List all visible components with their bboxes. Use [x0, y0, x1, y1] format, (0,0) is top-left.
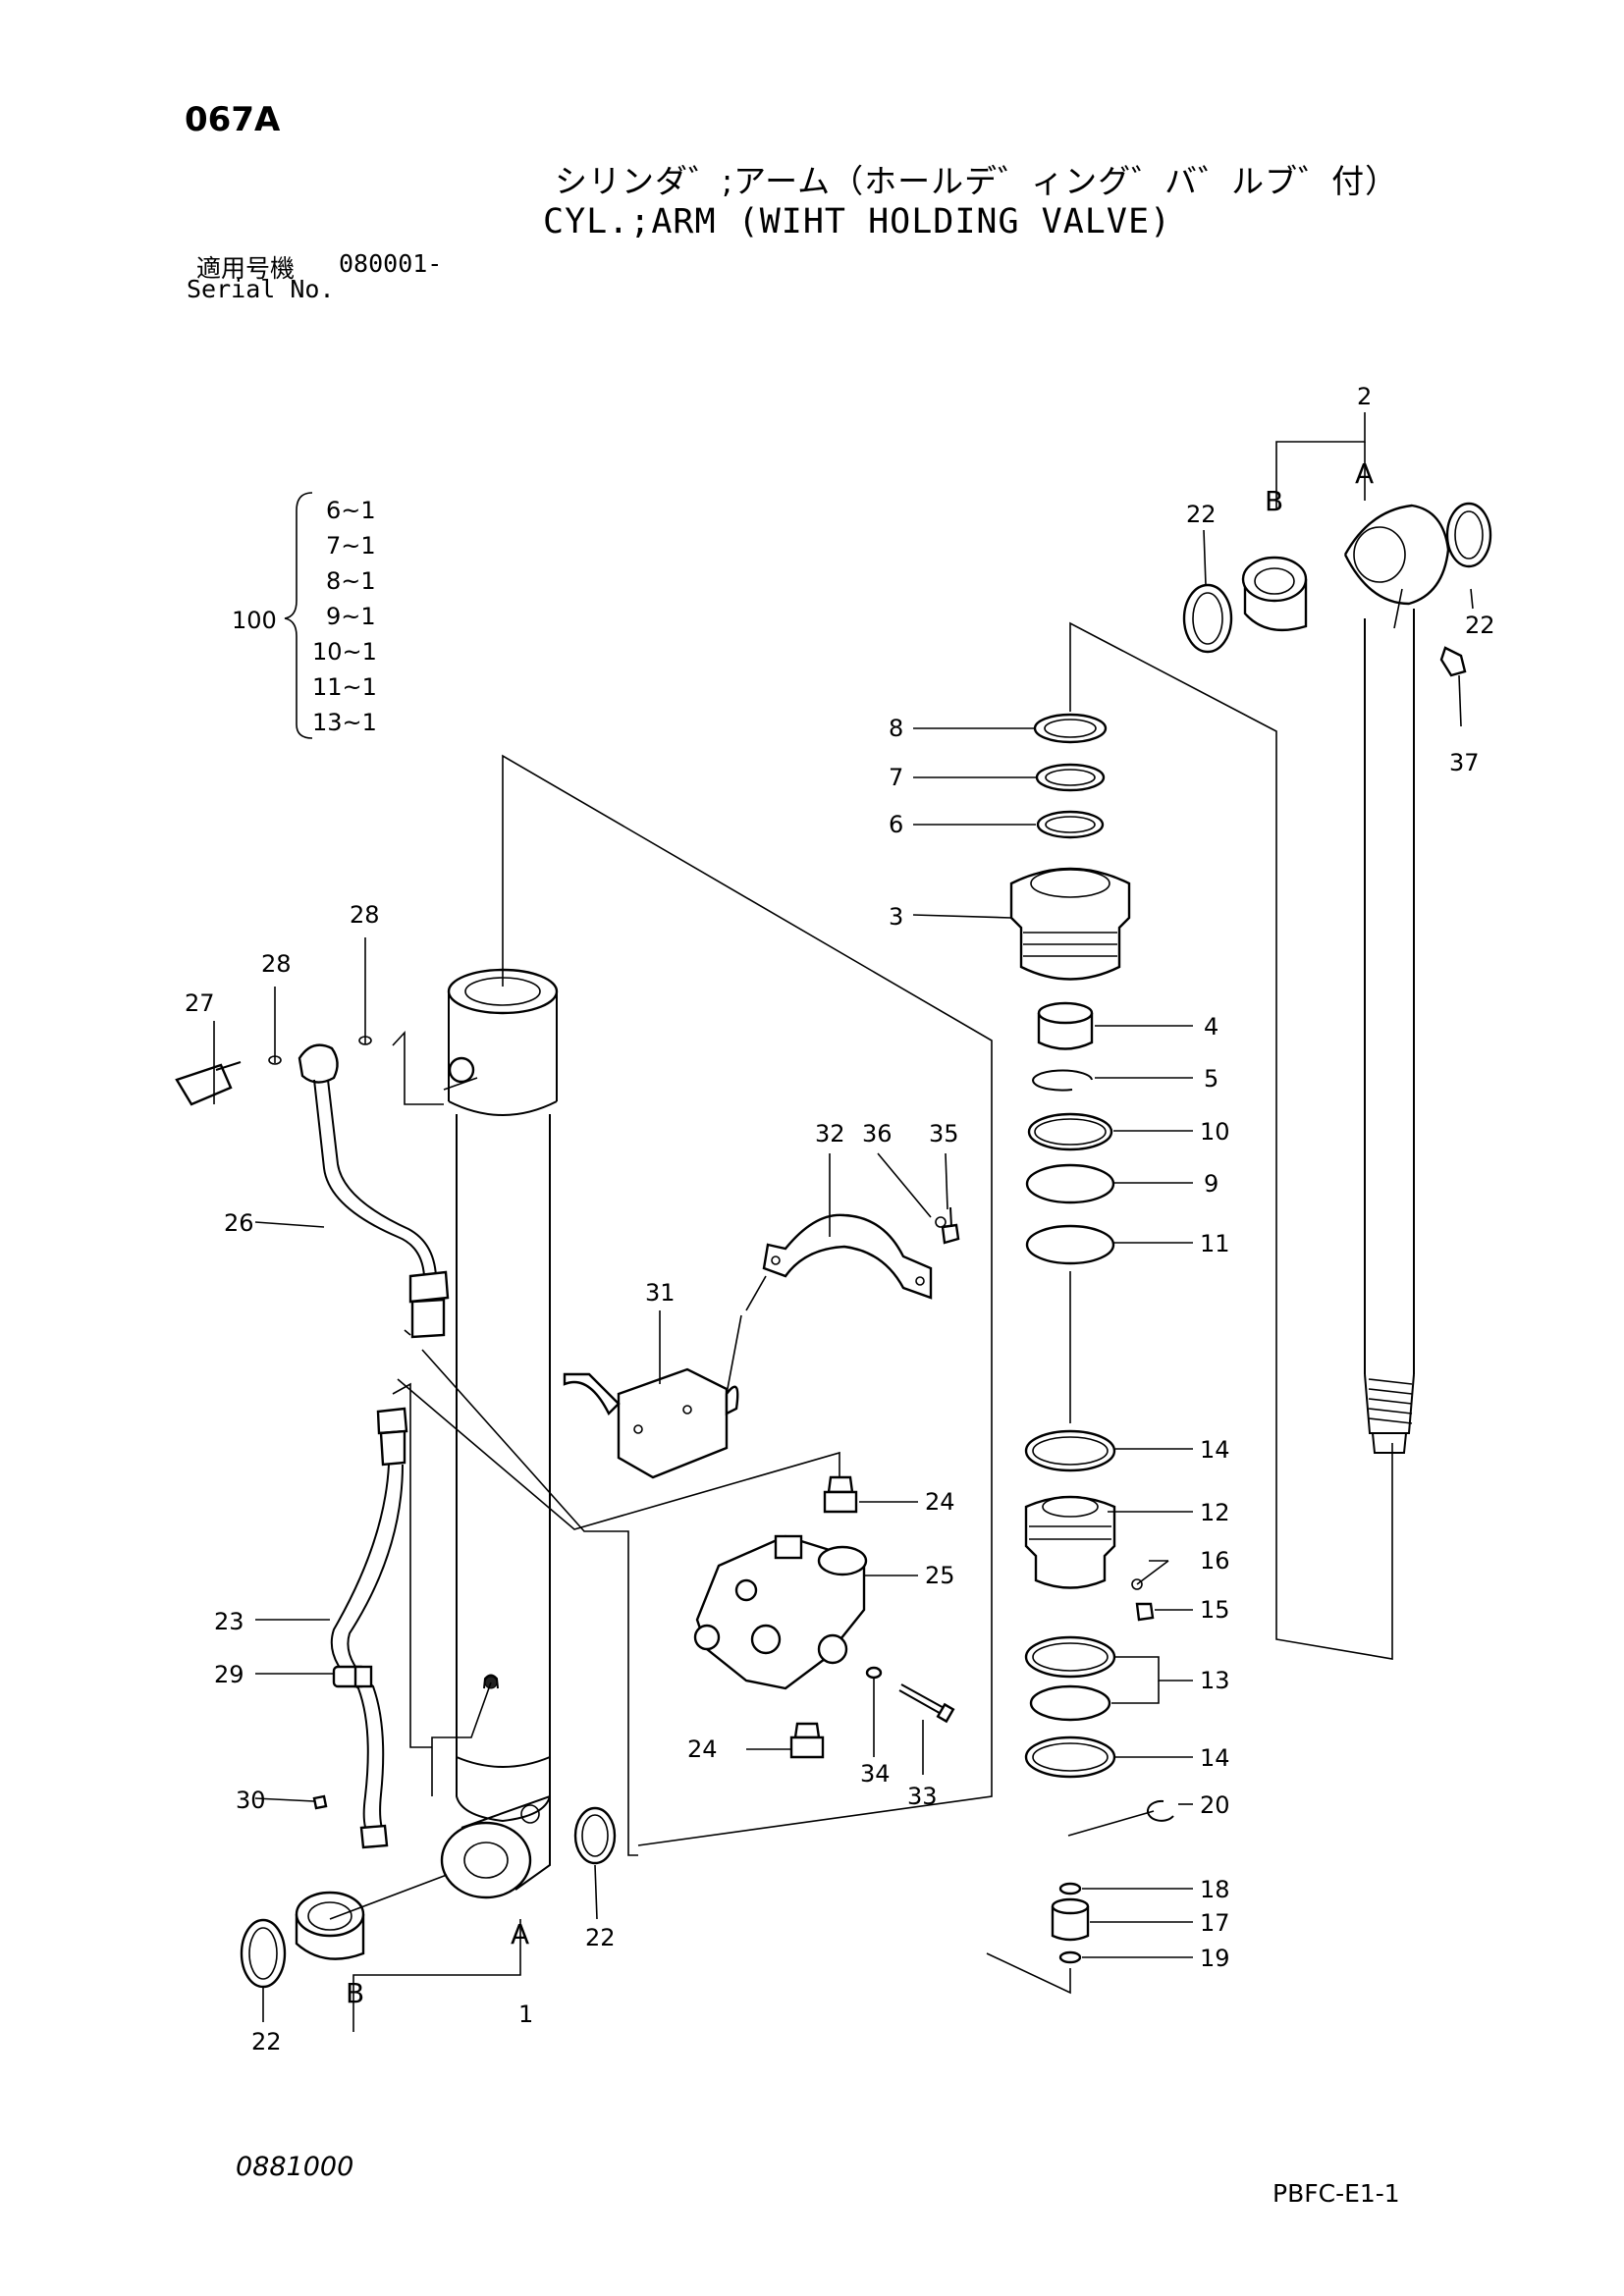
callout-part-22: 22 — [1186, 501, 1217, 528]
bushing-lower — [240, 1806, 617, 1989]
title-japanese: シリンダ゛;アーム（ホールデ゛ィング゛バ゛ルブ゛付） — [555, 162, 1399, 200]
piston-rod — [1182, 502, 1492, 1454]
callout-part-34: 34 — [860, 1760, 891, 1788]
callout-part-30: 30 — [236, 1787, 266, 1814]
title-english: CYL.;ARM (WIHT HOLDING VALVE) — [543, 202, 1172, 241]
callout-part-23: 23 — [214, 1608, 244, 1635]
kit-item: 6~1 — [326, 497, 376, 524]
kit-100-bracket: 100 6~1 7~1 8~1 9~1 10~1 11~1 13~1 — [232, 492, 377, 739]
callout-part-24: 24 — [687, 1735, 718, 1763]
holding-valve — [693, 1475, 955, 1759]
callout-mark-a: A — [1355, 457, 1374, 490]
callout-part-22: 22 — [585, 1924, 616, 1951]
callout-part-26: 26 — [224, 1209, 254, 1237]
callout-part-22: 22 — [251, 2028, 282, 2056]
callout-part-20: 20 — [1200, 1791, 1230, 1819]
callout-mark-a: A — [511, 1918, 529, 1950]
kit-item: 13~1 — [312, 709, 377, 736]
callout-part-12: 12 — [1200, 1499, 1230, 1526]
kit-item: 7~1 — [326, 532, 376, 560]
callout-part-36: 36 — [862, 1120, 893, 1148]
kit-item: 11~1 — [312, 673, 377, 701]
callout-part-7: 7 — [889, 764, 903, 791]
pipes — [175, 1036, 450, 1849]
kit-item: 9~1 — [326, 603, 376, 630]
callout-part-2: 2 — [1357, 383, 1372, 410]
callout-part-27: 27 — [185, 989, 215, 1017]
callout-part-29: 29 — [214, 1661, 244, 1688]
callout-part-32: 32 — [815, 1120, 845, 1148]
callout-part-11: 11 — [1200, 1230, 1230, 1257]
callout-part-37: 37 — [1449, 749, 1480, 776]
callout-part-35: 35 — [929, 1120, 959, 1148]
serial-value: 080001- — [339, 249, 443, 278]
callout-part-10: 10 — [1200, 1118, 1230, 1146]
callout-part-18: 18 — [1200, 1876, 1230, 1903]
callout-part-15: 15 — [1200, 1596, 1230, 1624]
callout-part-9: 9 — [1204, 1170, 1218, 1198]
page-code: 067A — [185, 100, 281, 139]
assembly-lines — [329, 588, 1403, 1995]
seal-stack — [1009, 713, 1174, 1964]
clamps — [563, 1206, 960, 1479]
callout-part-19: 19 — [1200, 1945, 1230, 1972]
callout-part-13: 13 — [1200, 1667, 1230, 1694]
callout-part-1: 1 — [518, 2001, 533, 2028]
callout-leaders — [213, 412, 1474, 2032]
callout-part-16: 16 — [1200, 1547, 1230, 1575]
callout-mark-b: B — [346, 1977, 364, 2009]
callout-part-5: 5 — [1204, 1065, 1218, 1093]
callout-part-14: 14 — [1200, 1744, 1230, 1772]
serial-label-english: Serial No. — [187, 275, 335, 303]
callout-part-24: 24 — [925, 1488, 955, 1516]
cylinder-tube — [440, 968, 559, 1899]
callout-part-33: 33 — [907, 1783, 938, 1810]
callout-part-22: 22 — [1465, 612, 1495, 639]
kit-item: 10~1 — [312, 638, 377, 666]
callout-part-28: 28 — [261, 950, 292, 978]
callout-part-3: 3 — [889, 903, 903, 931]
kit-item: 8~1 — [326, 567, 376, 595]
callout-part-4: 4 — [1204, 1013, 1218, 1041]
kit-number: 100 — [232, 607, 277, 634]
callout-part-14: 14 — [1200, 1436, 1230, 1464]
document-number: 0881000 — [236, 2152, 354, 2182]
callout-part-25: 25 — [925, 1562, 955, 1589]
callout-mark-b: B — [1265, 485, 1283, 517]
serial-label-japanese: 適用号機 — [196, 254, 296, 283]
callout-part-31: 31 — [645, 1279, 676, 1307]
document-code: PBFC-E1-1 — [1272, 2179, 1400, 2208]
callout-part-6: 6 — [889, 811, 903, 838]
callout-part-17: 17 — [1200, 1909, 1230, 1937]
callout-labels: 1 A B 2 A B 22 22 22 22 37 8 7 6 3 4 5 1… — [185, 383, 1495, 2056]
callout-part-8: 8 — [889, 715, 903, 742]
callout-part-28: 28 — [350, 901, 380, 929]
